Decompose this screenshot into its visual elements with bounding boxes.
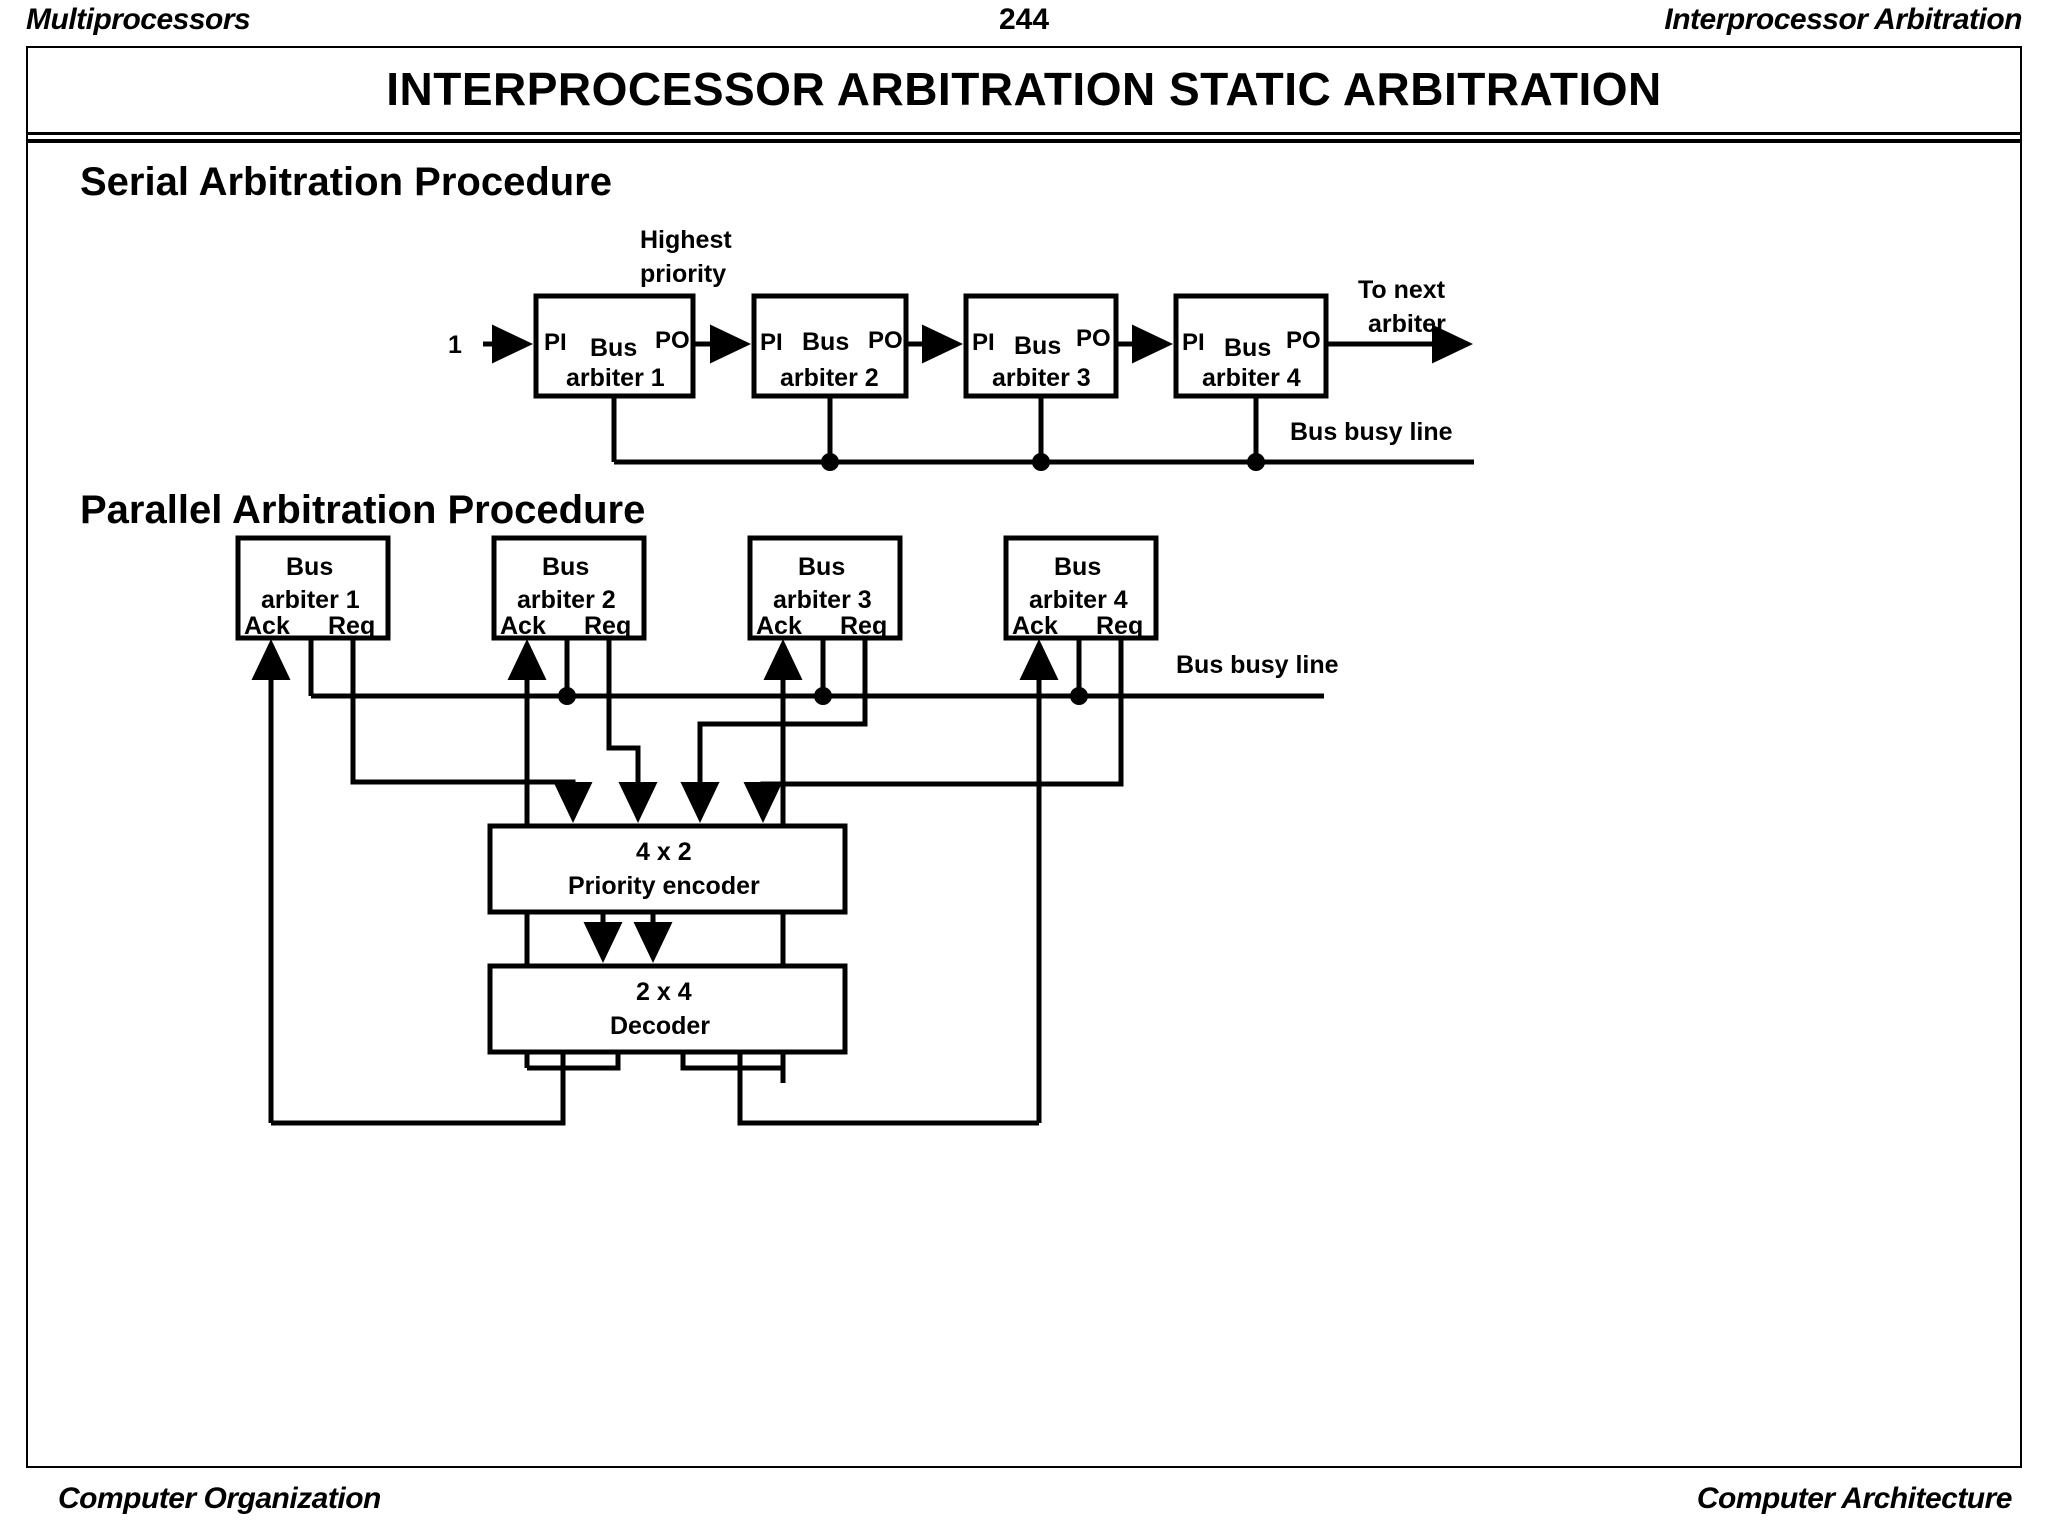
encoder-line2: Priority encoder: [568, 872, 760, 900]
parallel-box-4-line1: Bus: [1054, 553, 1101, 581]
parallel-box-1-req: Req: [328, 612, 375, 640]
parallel-arbiter-box-1: Bus arbiter 1 Ack Req: [235, 535, 391, 641]
serial-section-heading: Serial Arbitration Procedure: [80, 160, 612, 204]
runhead-right-title: Interprocessor Arbitration: [1664, 3, 2022, 36]
serial-box-label-4-line1: Bus: [1224, 334, 1271, 362]
parallel-section-heading: Parallel Arbitration Procedure: [80, 488, 646, 532]
parallel-box-3-req: Req: [840, 612, 887, 640]
parallel-bus-busy-label: Bus busy line: [1176, 651, 1339, 679]
req-wire-4: [743, 638, 1124, 824]
parallel-box-2-line2: arbiter 2: [517, 586, 616, 614]
arbitration-diagram: Highest priority 1 PI Bus PO arbiter 1: [235, 226, 1474, 1126]
parallel-box-1-ack: Ack: [244, 612, 290, 640]
to-next-arbiter-line1: To next: [1358, 276, 1446, 304]
serial-box-label-1-line2: arbiter 1: [566, 364, 665, 392]
parallel-arbitration-diagram: Bus arbiter 1 Ack Req Bus arbiter 2 Ack …: [235, 535, 1339, 1126]
serial-pi-label-3: PI: [972, 329, 995, 356]
serial-input-label: 1: [448, 331, 462, 359]
parallel-box-4-req: Req: [1096, 612, 1143, 640]
serial-arbiter-box-3: PI Bus PO arbiter 3: [963, 293, 1119, 399]
serial-box-label-4-line2: arbiter 4: [1202, 364, 1301, 392]
parallel-junction-dot-4: [1070, 687, 1088, 705]
to-next-arbiter-line2: arbiter: [1368, 310, 1446, 338]
serial-arbiter-box-4: PI Bus PO arbiter 4: [1173, 293, 1329, 399]
title-rule-upper: [28, 132, 2020, 135]
serial-arbitration-diagram: Highest priority 1 PI Bus PO arbiter 1: [448, 226, 1474, 471]
parallel-arbiter-box-2: Bus arbiter 2 Ack Req: [491, 535, 647, 641]
decoder-box: 2 x 4 Decoder: [487, 963, 848, 1055]
serial-box-label-2-line2: arbiter 2: [780, 364, 879, 392]
title-rule-lower: [28, 139, 2020, 143]
dec-out-wire-3: [680, 1052, 786, 1083]
highest-priority-line2: priority: [640, 260, 726, 288]
parallel-box-4-ack: Ack: [1012, 612, 1058, 640]
running-head: Multiprocessors 244 Interprocessor Arbit…: [0, 0, 2048, 46]
serial-box-label-3-line1: Bus: [1014, 332, 1061, 360]
serial-box-label-2-line1: Bus: [802, 328, 849, 356]
footer-left-text: Computer Organization: [58, 1482, 381, 1515]
parallel-box-3-line2: arbiter 3: [773, 586, 872, 614]
serial-bus-busy-label: Bus busy line: [1290, 418, 1453, 446]
highest-priority-line1: Highest: [640, 226, 732, 254]
slide-frame: INTERPROCESSOR ARBITRATION STATIC ARBITR…: [26, 46, 2022, 1468]
decoder-line2: Decoder: [610, 1012, 710, 1040]
serial-junction-dot-4: [1247, 453, 1265, 471]
serial-junction-dot-2: [821, 453, 839, 471]
req-wire-3: [680, 638, 868, 824]
parallel-box-2-line1: Bus: [542, 553, 589, 581]
parallel-box-3-ack: Ack: [756, 612, 802, 640]
serial-arbiter-box-2: PI Bus PO arbiter 2: [751, 293, 909, 399]
parallel-box-3-line1: Bus: [798, 553, 845, 581]
decoder-line1: 2 x 4: [636, 978, 692, 1006]
serial-po-label-4: PO: [1286, 327, 1321, 354]
dec-out-wire-4: [737, 1052, 1039, 1126]
priority-encoder-box: 4 x 2 Priority encoder: [487, 823, 848, 915]
parallel-box-1-line2: arbiter 1: [261, 586, 360, 614]
dec-out-wire-2: [527, 1052, 621, 1071]
serial-box-label-1-line1: Bus: [590, 334, 637, 362]
serial-po-label-2: PO: [868, 327, 903, 354]
page-number: 244: [998, 3, 1050, 36]
slide-title: INTERPROCESSOR ARBITRATION STATIC ARBITR…: [386, 63, 1662, 115]
serial-pi-label-1: PI: [544, 329, 567, 356]
parallel-box-2-req: Req: [584, 612, 631, 640]
parallel-junction-dot-3: [814, 687, 832, 705]
parallel-box-4-line2: arbiter 4: [1029, 586, 1128, 614]
serial-box-label-3-line2: arbiter 3: [992, 364, 1091, 392]
parallel-arbiter-box-4: Bus arbiter 4 Ack Req: [1003, 535, 1159, 641]
parallel-box-2-ack: Ack: [500, 612, 546, 640]
slide-footer: Computer Organization Computer Architect…: [0, 1480, 2048, 1536]
parallel-junction-dot-2: [558, 687, 576, 705]
req-wire-1: [350, 638, 593, 824]
serial-po-label-1: PO: [655, 327, 690, 354]
req-wire-2: [606, 638, 658, 824]
serial-po-label-3: PO: [1076, 325, 1111, 352]
encoder-line1: 4 x 2: [636, 838, 692, 866]
dec-out-wire-1: [271, 1052, 566, 1126]
serial-pi-label-4: PI: [1182, 329, 1205, 356]
footer-right-text: Computer Architecture: [1696, 1482, 2013, 1515]
parallel-arbiter-box-3: Bus arbiter 3 Ack Req: [747, 535, 903, 641]
runhead-left-title: Multiprocessors: [26, 3, 251, 36]
serial-arbiter-box-1: PI Bus PO arbiter 1: [533, 293, 696, 399]
parallel-box-1-line1: Bus: [286, 553, 333, 581]
serial-junction-dot-3: [1032, 453, 1050, 471]
serial-pi-label-2: PI: [760, 329, 783, 356]
